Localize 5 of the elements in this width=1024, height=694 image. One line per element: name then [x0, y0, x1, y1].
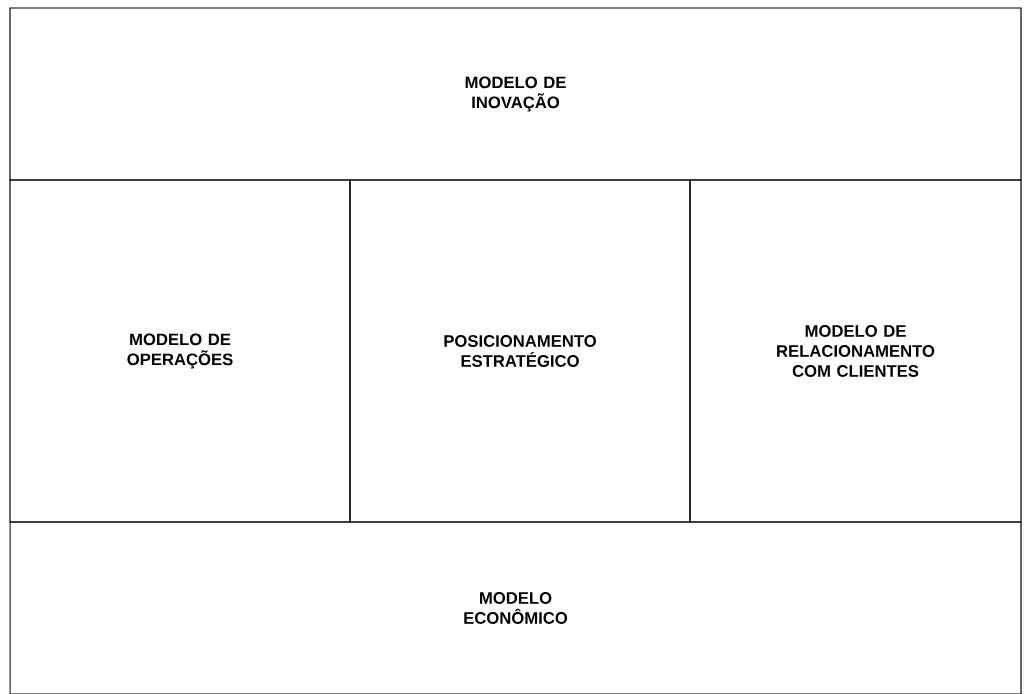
text-box: MODELO ECONÔMICO	[9, 521, 1022, 694]
text-box: MODELO DE RELACIONAMENTO COM CLIENTES	[689, 179, 1022, 523]
text-box: POSICIONAMENTO ESTRATÉGICO	[349, 179, 691, 523]
text-box: MODELO DE OPERAÇÕES	[9, 179, 351, 523]
text-box: MODELO DE INOVAÇÃO	[9, 7, 1022, 181]
